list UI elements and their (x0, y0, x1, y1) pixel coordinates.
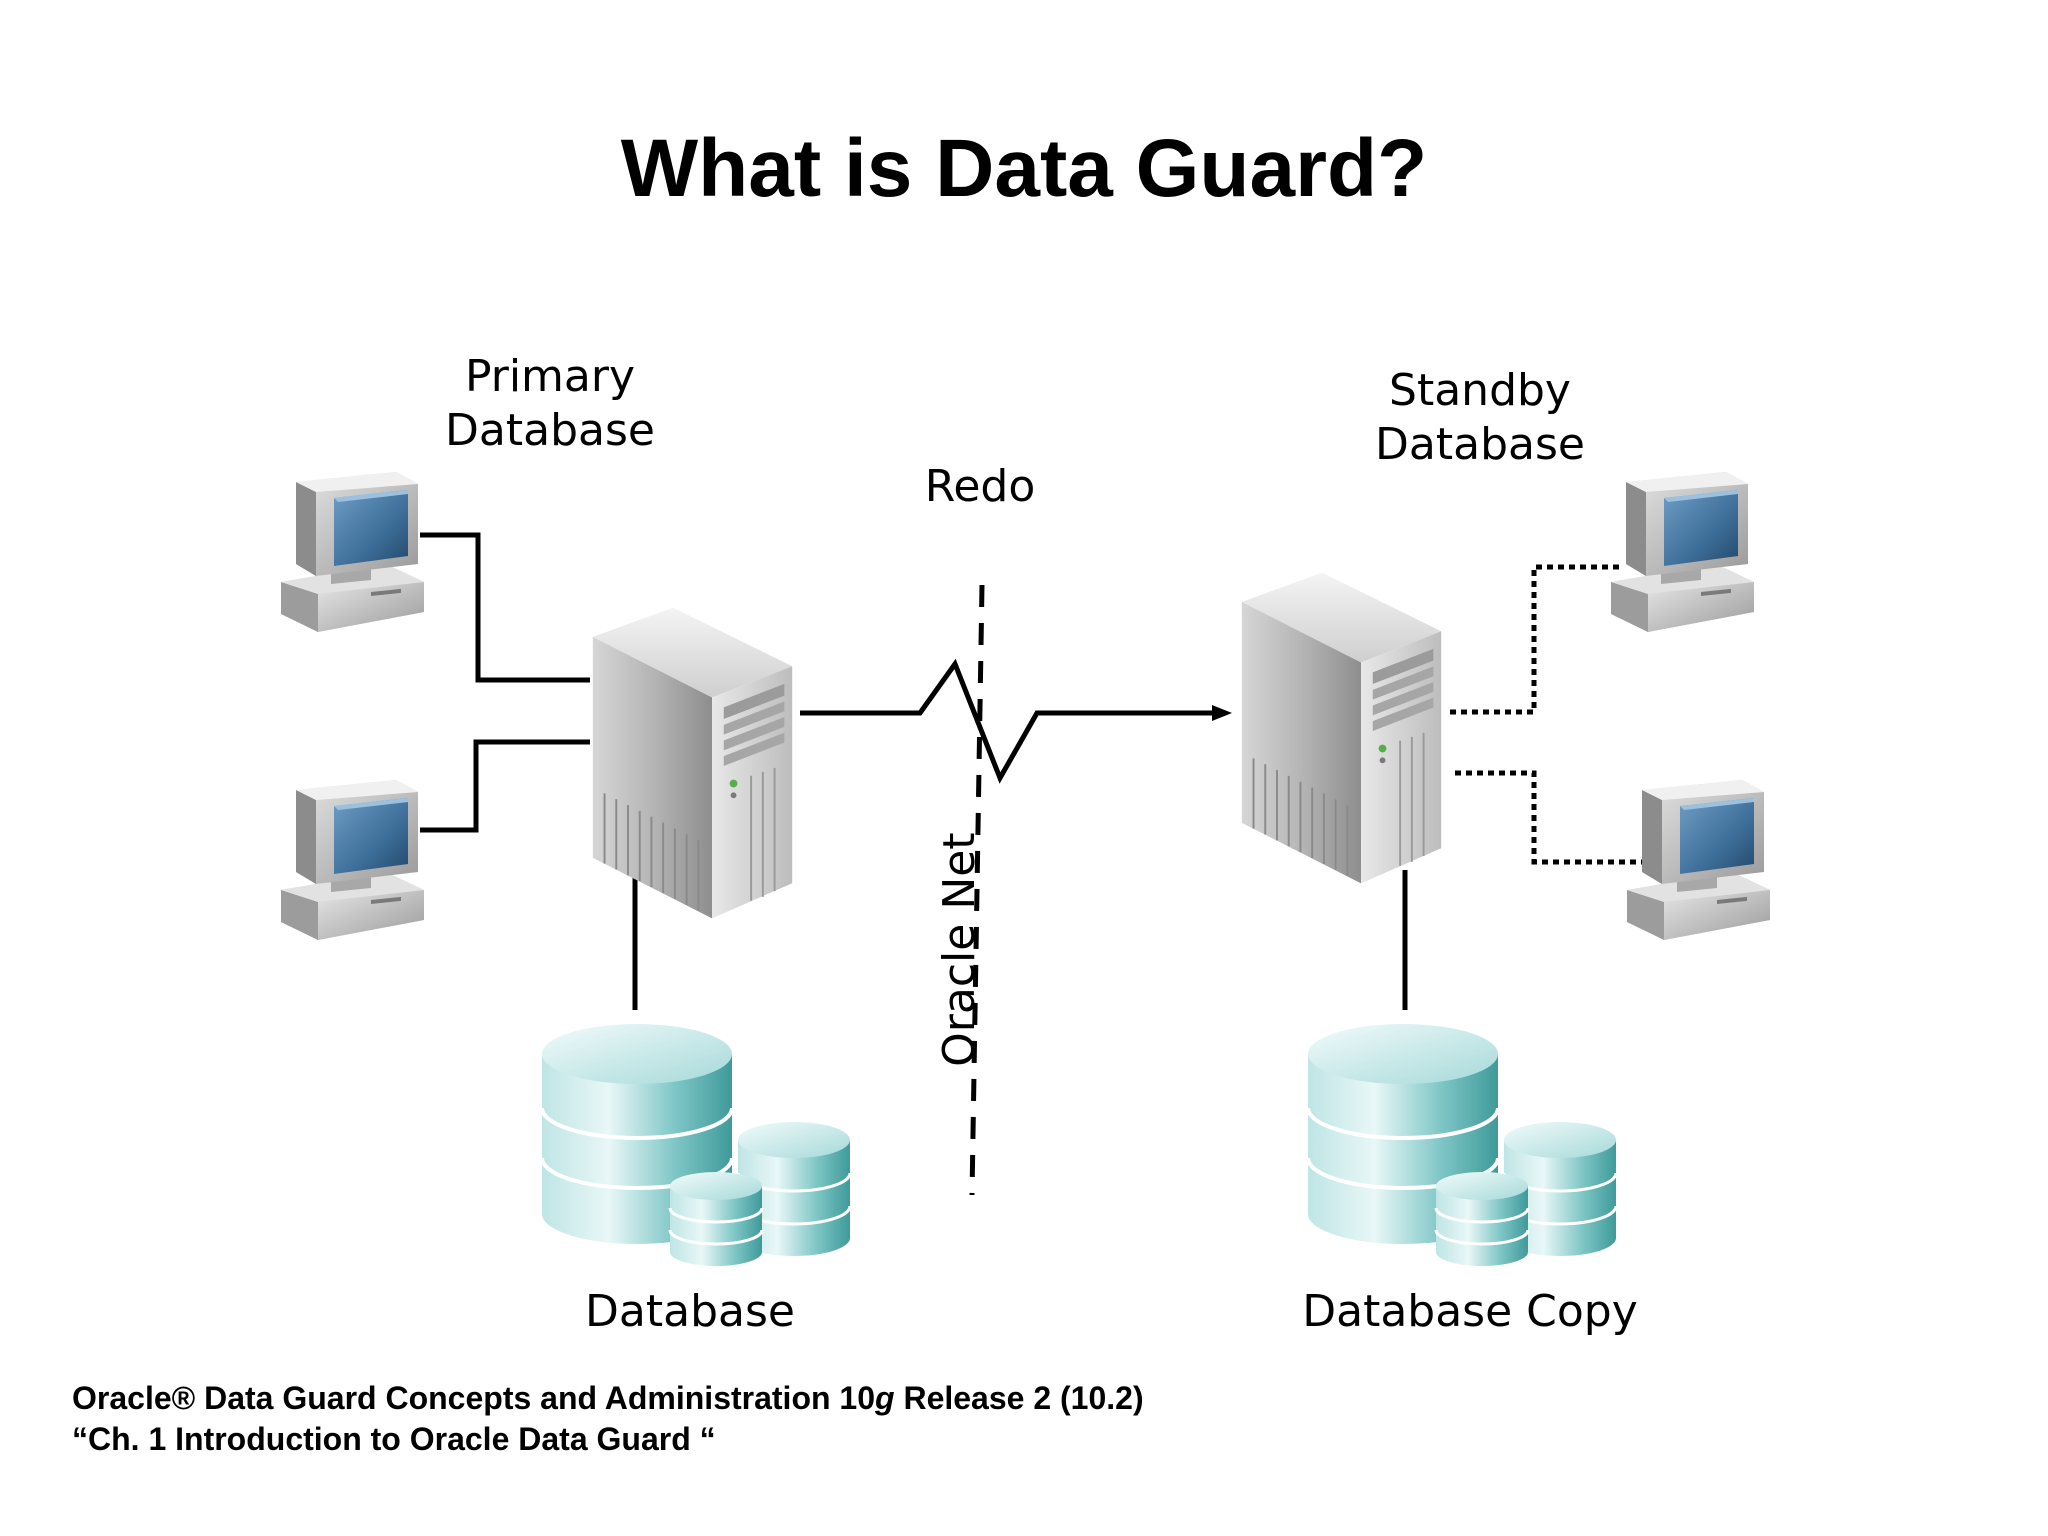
standby-database-label-line1: Standby (1389, 365, 1571, 416)
primary-database-label-line1: Primary (464, 351, 636, 402)
redo-transport-line (800, 658, 1232, 784)
standby-database-label-line2: Database (1375, 418, 1585, 470)
redo-label: Redo (924, 461, 1036, 512)
source-citation: Oracle® Data Guard Concepts and Administ… (72, 1378, 1144, 1460)
slide-title: What is Data Guard? (620, 123, 1428, 214)
primary-server-icon (591, 606, 794, 920)
primary-database-storage-icon (540, 1022, 852, 1268)
oracle-net-label: Oracle Net (934, 832, 986, 1067)
standby-client-connections (1450, 564, 1650, 865)
primary-database-label: Primary Database (400, 350, 700, 457)
primary-client-computer-1-icon (281, 472, 424, 632)
standby-client-computer-2-icon (1627, 780, 1770, 940)
database-label: Database (585, 1286, 795, 1337)
citation-line-1: Oracle® Data Guard Concepts and Administ… (72, 1378, 1144, 1419)
primary-client-computer-2-icon (281, 780, 424, 940)
citation-version-suffix: g (875, 1380, 895, 1416)
standby-database-copy-storage-icon (1306, 1022, 1618, 1268)
primary-client-connections (420, 532, 638, 1010)
primary-database-label-line2: Database (445, 404, 655, 456)
citation-line-2: “Ch. 1 Introduction to Oracle Data Guard… (72, 1420, 716, 1457)
standby-server-icon (1240, 571, 1443, 885)
standby-database-label: Standby Database (1330, 364, 1630, 471)
database-copy-label: Database Copy (1302, 1286, 1638, 1337)
oracle-net-boundary (969, 584, 985, 1196)
citation-title: Oracle® Data Guard Concepts and Administ… (72, 1380, 876, 1416)
citation-release: Release 2 (10.2) (894, 1380, 1144, 1416)
standby-client-computer-1-icon (1611, 472, 1754, 632)
